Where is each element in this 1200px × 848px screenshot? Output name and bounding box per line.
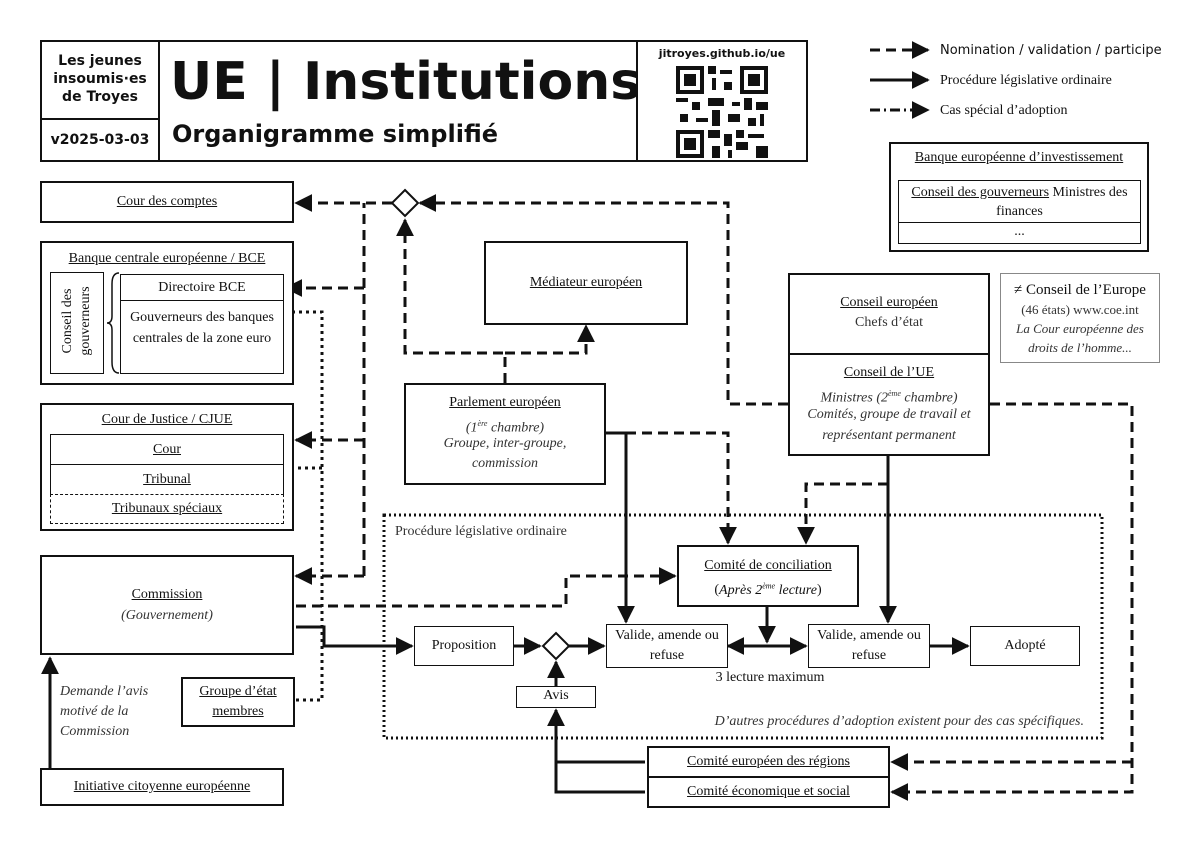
groupe-etat-box[interactable] [181, 677, 295, 727]
bce-governing-council-label: Conseil des gouverneurs [60, 286, 93, 356]
wire-conseilue-diamond [418, 194, 788, 406]
procedure-frame [382, 513, 1104, 740]
conseil-ue-box[interactable] [788, 353, 990, 456]
legend-dashed-label: Nomination / validation / participe [940, 43, 1162, 58]
avis-label: Avis [543, 688, 569, 703]
valide2-box[interactable] [808, 624, 930, 668]
comite-eco-label: Comité économique et social [687, 784, 850, 799]
coe-title: ≠ Conseil de l’Europe [1014, 282, 1146, 298]
cjue-speciaux-box[interactable] [50, 494, 284, 524]
legend-dashdot-label: Cas spécial d’adoption [940, 103, 1068, 118]
conseil-ue-chamber: Ministres (2ème chambre) [820, 389, 958, 406]
cour-des-comptes-box[interactable] [40, 181, 294, 223]
conciliation-box[interactable] [677, 545, 859, 607]
cjue-tribunal-label: Tribunal [143, 472, 191, 487]
valide1-label: Valide, amende ou refuse [615, 628, 719, 663]
wire-conseilue-comites [890, 402, 1134, 801]
wire-groupe-etat-dotted [290, 310, 324, 702]
demande-avis-text: Demande l’avis motivé de la Commission [60, 684, 149, 739]
parlement-box[interactable] [404, 383, 606, 485]
bce-title: Banque centrale européenne / BCE [68, 251, 266, 266]
coe-box[interactable] [1000, 273, 1160, 363]
comite-regions-label: Comité européen des régions [687, 754, 850, 769]
wire-commission-conciliation [296, 567, 677, 608]
coe-line2: La Cour européenne des droits de l’homme… [1016, 321, 1144, 355]
procedure-label: Procédure législative ordinaire [395, 524, 567, 539]
version-cell [40, 118, 160, 162]
wire-commission-proposition [296, 625, 414, 655]
commission-desc: (Gouvernement) [121, 608, 213, 623]
bce-directoire-label: Directoire BCE [158, 280, 246, 295]
conciliation-title: Comité de conciliation [704, 558, 832, 573]
bei-governors-text: Conseil des gouverneurs Ministres des fi… [911, 185, 1128, 219]
comite-eco-box[interactable] [647, 776, 890, 808]
ice-box[interactable] [40, 768, 284, 806]
page-subtitle: Organigramme simplifié [172, 120, 499, 148]
mediateur-box[interactable] [484, 241, 688, 325]
bce-governing-council-box[interactable] [50, 272, 104, 374]
proposition-label: Proposition [431, 638, 497, 653]
bei-title: Banque européenne d’investissement [914, 150, 1124, 165]
conseil-europeen-title: Conseil européen [840, 295, 938, 310]
page-title: UE | Institutions [170, 52, 642, 112]
cjue-speciaux-label: Tribunaux spéciaux [111, 501, 223, 516]
ice-label: Initiative citoyenne européenne [73, 779, 251, 794]
wire-parlement-mediateur [396, 218, 507, 383]
version-label: v2025-03-03 [50, 132, 150, 148]
bei-more-box [898, 222, 1141, 244]
conciliation-desc: (Après 2ème lecture) [714, 581, 822, 598]
cjue-title: Cour de Justice / CJUE [101, 412, 233, 427]
cour-des-comptes-label: Cour des comptes [116, 194, 218, 209]
coe-line1: (46 états) www.coe.int [1021, 302, 1139, 317]
org-name: Les jeunes insoumis·es de Troyes [53, 53, 147, 105]
bce-gouverneurs-box[interactable] [120, 300, 284, 374]
valide2-label: Valide, amende ou refuse [817, 628, 921, 663]
conseil-ue-desc: Comités, groupe de travail et représenta… [807, 407, 971, 443]
brace-icon [106, 272, 120, 374]
groupe-etat-label: Groupe d’état membres [199, 684, 277, 719]
commission-box[interactable] [40, 555, 294, 655]
lecture-max-label: 3 lecture maximum [715, 670, 825, 685]
hub-diamond-bottom [541, 631, 571, 661]
parlement-title: Parlement européen [449, 395, 561, 410]
bce-gouverneurs-label: Gouverneurs des banques centrales de la … [130, 310, 274, 346]
bei-more-text: ... [1014, 224, 1025, 239]
conseil-ue-title: Conseil de l’UE [843, 365, 935, 380]
adopte-label: Adopté [1004, 638, 1046, 653]
mediateur-label: Médiateur européen [529, 275, 643, 290]
hub-diamond-top [390, 188, 420, 218]
commission-title: Commission [131, 587, 203, 602]
valide1-box[interactable] [606, 624, 728, 668]
bei-governors-box[interactable] [898, 180, 1141, 224]
qr-code-icon[interactable] [676, 66, 768, 158]
legend-solid-label: Procédure législative ordinaire [940, 73, 1112, 88]
adopte-box[interactable] [970, 626, 1080, 666]
avis-box[interactable] [516, 686, 596, 708]
site-url: jitroyes.github.io/ue [658, 47, 786, 60]
procedure-note: D’autres procédures d’adoption existent … [714, 714, 1084, 729]
proposition-box[interactable] [414, 626, 514, 666]
cjue-cour-label: Cour [153, 442, 181, 457]
parlement-desc: Groupe, inter-groupe, commission [443, 436, 567, 471]
parlement-chamber: (1ère chambre) [465, 419, 545, 436]
conseil-europeen-desc: Chefs d’état [854, 315, 924, 330]
